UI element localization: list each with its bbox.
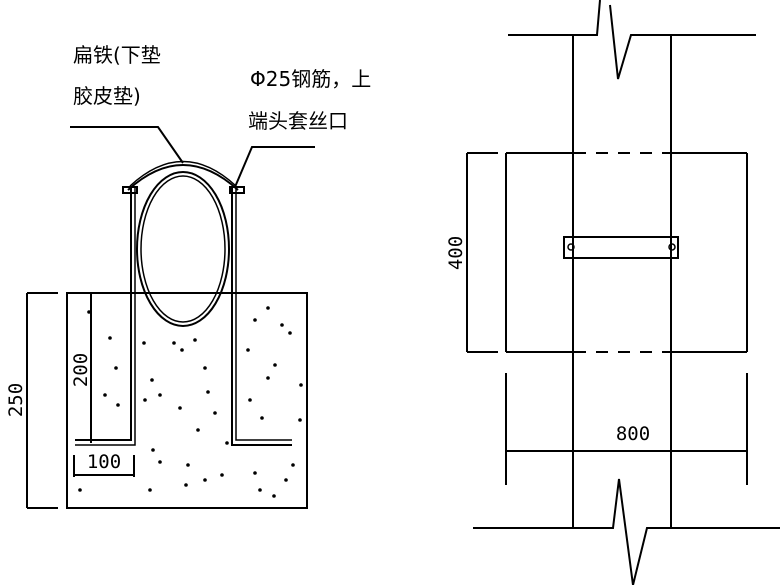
left-rebar [75, 187, 136, 446]
leader-rebar [234, 146, 315, 188]
aggregate-dot [272, 494, 276, 498]
aggregate-dot [273, 363, 277, 367]
top-break-symbol [609, 4, 756, 80]
aggregate-dot [288, 331, 292, 335]
dimension-100: 100 [73, 451, 135, 477]
aggregate-dot [184, 483, 188, 487]
aggregate-dot [284, 478, 288, 482]
bottom-edge-line [473, 478, 780, 585]
aggregate-dot [103, 393, 107, 397]
dimension-800: 800 [505, 373, 748, 485]
aggregate-dot [225, 441, 229, 445]
aggregate-dot [178, 406, 182, 410]
aggregate-dot [253, 471, 257, 475]
aggregate-dot [206, 390, 210, 394]
aggregate-dot [193, 338, 197, 342]
aggregate-dot [186, 463, 190, 467]
aggregate-dot [148, 488, 152, 492]
aggregate-dot [158, 393, 162, 397]
aggregate-dot [266, 306, 270, 310]
dim-200-text: 200 [70, 353, 92, 387]
concrete-pad-outline [505, 151, 748, 354]
top-edge-line [508, 0, 601, 36]
aggregate-dot [196, 428, 200, 432]
aggregate-dot [298, 418, 302, 422]
dimension-400: 400 [445, 152, 498, 353]
aggregate-dot [78, 488, 82, 492]
leader-flat-iron [70, 126, 184, 164]
dim-400-text: 400 [445, 236, 467, 270]
aggregate-dot [203, 478, 207, 482]
dim-250-text: 250 [5, 383, 27, 417]
flat-iron-plan [563, 236, 679, 259]
dimension-250: 250 [5, 292, 58, 509]
aggregate-dot [180, 348, 184, 352]
aggregate-dot [116, 403, 120, 407]
label-rebar-line1: Φ25钢筋，上 [250, 67, 371, 91]
flat-iron-strap [122, 160, 245, 194]
aggregate-dot [258, 488, 262, 492]
aggregate-dot [246, 348, 250, 352]
aggregate-dot [150, 378, 154, 382]
aggregate-dot [220, 473, 224, 477]
concrete-block [66, 292, 308, 509]
aggregate-dot [213, 411, 217, 415]
right-rebar [231, 187, 292, 446]
label-flat-iron-line1: 扁铁(下垫 [73, 43, 161, 67]
aggregate-dot [172, 341, 176, 345]
aggregate-dot [203, 366, 207, 370]
aggregate-dot [87, 310, 91, 314]
aggregate-dot [291, 463, 295, 467]
aggregate-dot [299, 383, 303, 387]
aggregate-dot [248, 398, 252, 402]
label-rebar-line2: 端头套丝口 [248, 109, 348, 133]
aggregate-dot [266, 376, 270, 380]
aggregate-dot [158, 460, 162, 464]
aggregate-dot [151, 448, 155, 452]
dimension-200: 200 [70, 293, 92, 443]
dim-800-text: 800 [616, 423, 650, 445]
concrete-aggregate-pattern [78, 306, 303, 498]
section-view: 250 200 100 [5, 43, 371, 509]
aggregate-dot [114, 366, 118, 370]
aggregate-dot [260, 416, 264, 420]
aggregate-dot [142, 341, 146, 345]
aggregate-dot [253, 318, 257, 322]
aggregate-dot [143, 398, 147, 402]
plan-view: 400 800 [445, 0, 780, 585]
label-flat-iron-line2: 胶皮垫) [73, 84, 141, 108]
dim-100-text: 100 [87, 451, 121, 473]
aggregate-dot [108, 336, 112, 340]
pipe [136, 171, 230, 327]
aggregate-dot [280, 323, 284, 327]
